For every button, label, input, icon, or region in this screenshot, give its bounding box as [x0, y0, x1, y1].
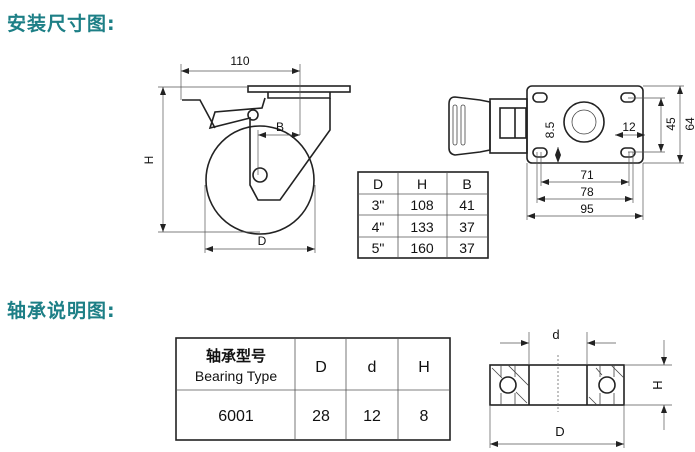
brake-pivot	[247, 109, 259, 121]
table-cell: 37	[459, 240, 475, 256]
install-dimensions-heading: 安装尺寸图:	[7, 13, 116, 35]
bearing-cross-section: d D H	[489, 327, 672, 448]
bearing-cell-height: 8	[420, 408, 429, 425]
table-header-d: D	[373, 176, 383, 192]
dimension-8-5: 8.5	[543, 121, 557, 138]
offset-label: B	[276, 120, 284, 134]
brake-lever	[182, 99, 216, 129]
table-cell: 4"	[372, 219, 385, 235]
mounting-plate	[247, 85, 351, 93]
dimension-78: 78	[580, 185, 594, 199]
inner-diameter-label: d	[552, 327, 559, 342]
table-cell: 3"	[372, 197, 385, 213]
table-header-h: H	[417, 176, 427, 192]
axle	[252, 167, 268, 183]
diameter-label: D	[258, 234, 267, 248]
height-label: H	[142, 156, 156, 165]
table-cell: 133	[410, 219, 434, 235]
mounting-hole	[620, 92, 636, 103]
dimension-71: 71	[580, 168, 594, 182]
bearing-header-h: H	[418, 359, 430, 376]
table-cell: 37	[459, 219, 475, 235]
ball	[499, 376, 517, 394]
bearing-type-header-cn: 轴承型号	[206, 347, 266, 365]
dimension-12: 12	[622, 120, 636, 134]
mounting-hole	[620, 147, 636, 158]
dimension-45: 45	[664, 117, 678, 131]
table-cell: 41	[459, 197, 475, 213]
hub	[563, 101, 605, 143]
ball	[598, 376, 616, 394]
mounting-hole	[532, 92, 548, 103]
bearing-type-header-en: Bearing Type	[195, 368, 277, 384]
table-header-b: B	[462, 176, 471, 192]
height-label: H	[650, 380, 665, 389]
caster-top-view: 71 78 95 12 45 64 8.5	[448, 85, 695, 220]
caster-side-view: 110 H B D	[142, 54, 351, 253]
outer-diameter-label: D	[555, 424, 564, 439]
top-plate	[526, 85, 644, 164]
size-table: D H B 3" 108 41 4" 133 37 5" 160 37	[357, 171, 489, 259]
wheel	[205, 125, 315, 235]
bearing-cell-type: 6001	[218, 408, 254, 425]
bearing-header-d-outer: D	[315, 359, 327, 376]
table-cell: 160	[410, 240, 434, 256]
brake-pedal	[448, 96, 491, 156]
dimension-64: 64	[683, 117, 695, 131]
fork	[208, 97, 331, 201]
mounting-hole	[532, 147, 548, 158]
bearing-description-heading: 轴承说明图:	[7, 300, 116, 322]
table-cell: 5"	[372, 240, 385, 256]
dimension-95: 95	[580, 202, 594, 216]
table-cell: 108	[410, 197, 434, 213]
bearing-cell-outer-diameter: 28	[312, 408, 330, 425]
width-label: 110	[230, 54, 249, 68]
bearing-table: 轴承型号 Bearing Type D d H 6001 28 12 8	[175, 337, 451, 441]
bearing-header-d-inner: d	[368, 359, 377, 376]
bearing-cell-inner-diameter: 12	[363, 408, 381, 425]
swivel-bearing	[267, 92, 331, 99]
